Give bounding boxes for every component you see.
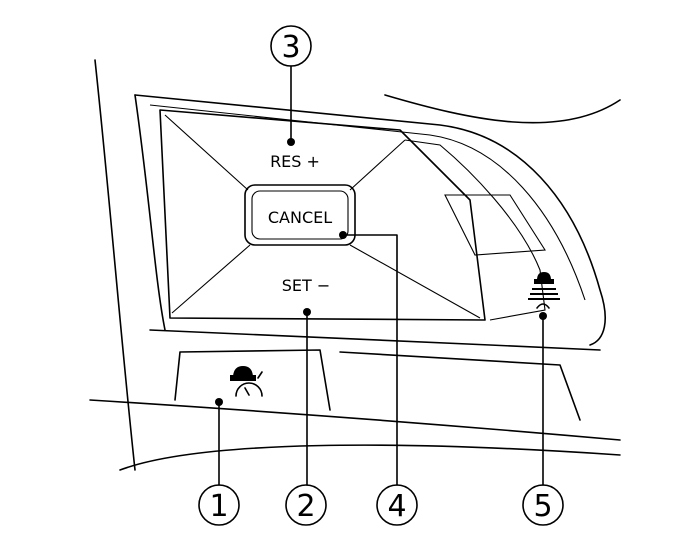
callout-4: 4	[376, 484, 418, 526]
svg-text:1: 1	[209, 489, 228, 524]
distance-icon[interactable]	[528, 272, 560, 309]
switch-pad-diag1	[164, 114, 481, 319]
svg-text:4: 4	[387, 489, 406, 524]
svg-text:3: 3	[281, 30, 300, 65]
callout-leaders	[215, 65, 547, 486]
wheel-rim-outer	[94, 59, 136, 471]
lower-panel	[174, 349, 581, 421]
svg-text:5: 5	[533, 489, 552, 524]
wheel-lower-edge	[149, 329, 601, 351]
cancel-button-inner	[251, 190, 349, 240]
callout-1: 1	[198, 484, 240, 526]
switch-pad	[159, 109, 486, 321]
cancel-label: CANCEL	[268, 208, 332, 227]
callout-5: 5	[522, 484, 564, 526]
side-switch	[404, 139, 546, 321]
svg-text:2: 2	[296, 489, 315, 524]
callout-3: 3	[270, 25, 312, 67]
wheel-spoke-top	[134, 94, 606, 346]
cancel-button[interactable]	[244, 184, 356, 246]
callout-2: 2	[285, 484, 327, 526]
wheel-bottom-line	[89, 399, 621, 441]
set-minus-label[interactable]: SET −	[282, 276, 331, 295]
wheel-trim-line	[149, 104, 586, 301]
cruise-control-icon[interactable]	[230, 366, 263, 397]
wheel-bottom-line2	[119, 444, 621, 471]
wheel-rim-inner	[134, 94, 166, 331]
wheel-upper-curve	[384, 94, 621, 124]
res-plus-label[interactable]: RES +	[270, 152, 320, 171]
